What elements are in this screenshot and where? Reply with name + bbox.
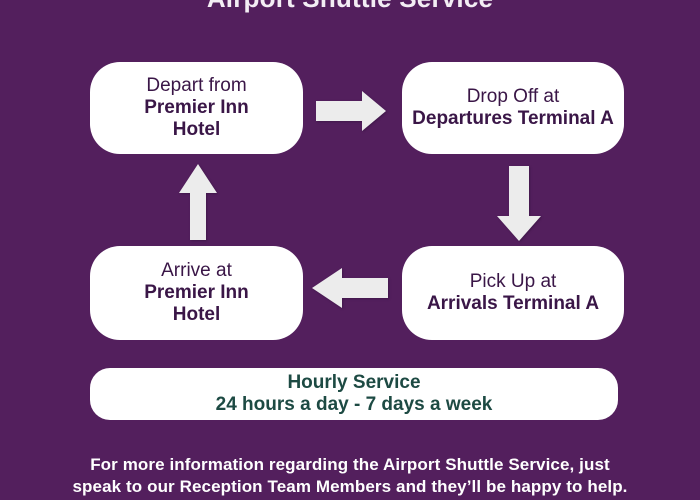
page-title: Airport Shuttle Service xyxy=(0,0,700,11)
flow-box-drop-off-line1: Drop Off at xyxy=(466,86,560,107)
flow-box-arrive-line2: Premier Inn xyxy=(144,282,249,303)
flow-box-pick-up: Pick Up at Arrivals Terminal A xyxy=(402,246,624,340)
arrow-down-icon xyxy=(497,166,541,241)
arrow-left-icon xyxy=(312,268,388,308)
flow-box-arrive: Arrive at Premier Inn Hotel xyxy=(90,246,303,340)
flow-box-arrive-line1: Arrive at xyxy=(161,260,232,281)
flow-box-depart-line3: Hotel xyxy=(172,119,221,140)
footer-info-text: For more information regarding the Airpo… xyxy=(0,454,700,498)
flow-box-depart-line2: Premier Inn xyxy=(144,97,249,118)
flow-box-drop-off-line2: Departures Terminal A xyxy=(412,108,614,129)
banner-line2: 24 hours a day - 7 days a week xyxy=(215,394,493,415)
flow-box-pick-up-line2: Arrivals Terminal A xyxy=(426,293,600,314)
arrow-right-icon xyxy=(316,91,386,131)
flow-box-pick-up-line1: Pick Up at xyxy=(469,271,557,292)
footer-line1: For more information regarding the Airpo… xyxy=(90,455,610,474)
flow-box-drop-off: Drop Off at Departures Terminal A xyxy=(402,62,624,154)
banner-line1: Hourly Service xyxy=(287,372,421,393)
flow-box-arrive-line3: Hotel xyxy=(172,304,221,325)
footer-line2: speak to our Reception Team Members and … xyxy=(72,477,628,496)
flow-box-depart-line1: Depart from xyxy=(146,75,247,96)
hourly-service-banner: Hourly Service 24 hours a day - 7 days a… xyxy=(90,368,618,420)
flow-box-depart: Depart from Premier Inn Hotel xyxy=(90,62,303,154)
arrow-up-icon xyxy=(179,164,217,240)
